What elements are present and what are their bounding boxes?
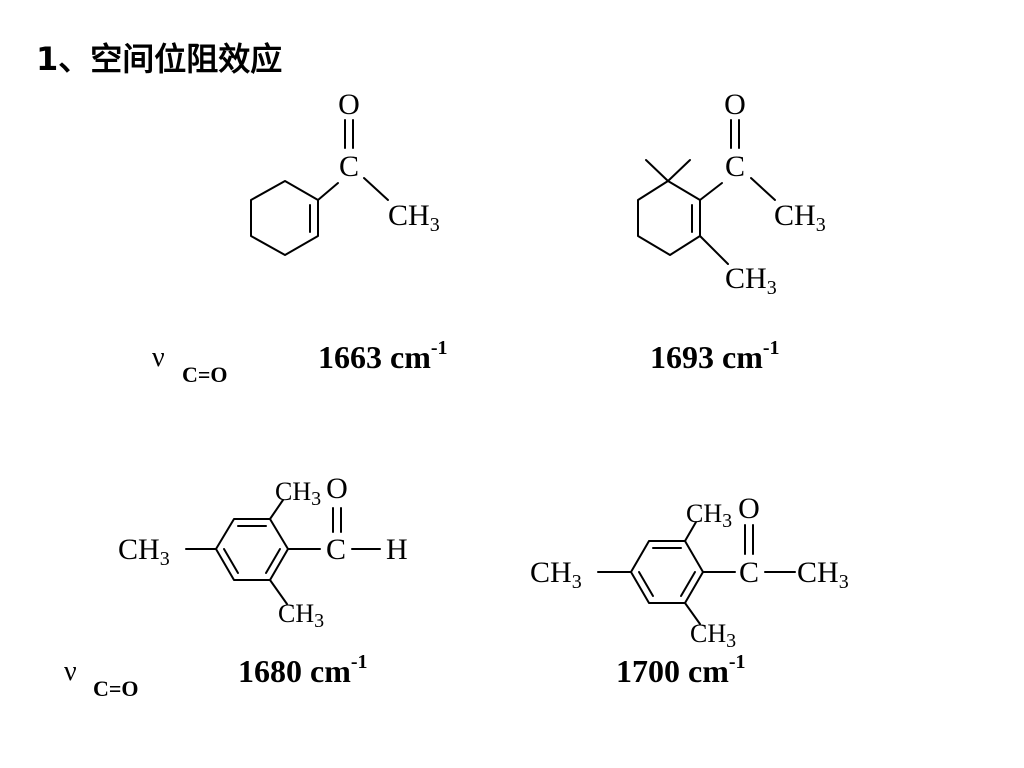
methyl-label: CH3 xyxy=(388,199,440,236)
carbonyl-carbon-label: C xyxy=(725,150,745,183)
bond-ortho-methyl-top xyxy=(269,499,284,520)
benzene-ring xyxy=(630,540,704,604)
bond-ring-carbonyl xyxy=(317,182,339,201)
carbonyl-carbon-label: C xyxy=(739,556,759,589)
gem-methyl-bond-a xyxy=(645,159,669,182)
acetyl-methyl-label: CH3 xyxy=(797,556,849,593)
nu-subscript-row1: C=O xyxy=(182,362,228,387)
para-methyl-label: CH3 xyxy=(530,556,582,593)
nu-symbol-row1: ν xyxy=(152,342,165,373)
frequency-4: 1700 cm-1 xyxy=(616,651,746,689)
ortho-methyl-top-label: CH3 xyxy=(275,477,321,510)
bond-ortho-methyl-bottom xyxy=(684,602,701,625)
cyclohexene-ring xyxy=(250,180,319,256)
para-methyl-label: CH3 xyxy=(118,533,170,570)
nu-subscript-row2: C=O xyxy=(93,676,139,701)
frequency-2: 1693 cm-1 xyxy=(650,337,780,375)
oxygen-label: O xyxy=(338,88,360,121)
carbonyl-carbon-label: C xyxy=(326,533,346,566)
bond-ring-carbonyl xyxy=(699,182,723,201)
bond-ortho-methyl-top xyxy=(684,521,697,542)
hydrogen-label: H xyxy=(386,533,408,566)
benzene-ring xyxy=(215,518,289,581)
ortho-methyl-bottom-label: CH3 xyxy=(278,599,324,632)
oxygen-label: O xyxy=(724,88,746,121)
aromatic-bond-3 xyxy=(265,548,281,574)
ortho-methyl-top-label: CH3 xyxy=(686,499,732,532)
bond-ring-methyl xyxy=(699,235,729,265)
molecule-mesitaldehyde: O C H CH3 CH3 CH3 xyxy=(118,472,408,632)
bond-carbonyl-methyl xyxy=(750,177,776,201)
nu-symbol-row2: ν xyxy=(64,656,77,687)
carbonyl-carbon-label: C xyxy=(339,150,359,183)
aromatic-bond-3 xyxy=(680,571,696,597)
bond-carbonyl-methyl xyxy=(363,177,389,201)
aromatic-bond-2 xyxy=(223,548,239,574)
oxygen-label: O xyxy=(738,492,760,525)
frequency-1: 1663 cm-1 xyxy=(318,337,448,375)
molecule-trimethylacetophenone: O C CH3 CH3 CH3 CH3 xyxy=(530,492,849,652)
frequency-3: 1680 cm-1 xyxy=(238,651,368,689)
gem-methyl-bond-b xyxy=(667,159,691,182)
aromatic-bond-2 xyxy=(638,571,654,597)
slide-title: 1、空间位阻效应 xyxy=(36,40,283,78)
oxygen-label: O xyxy=(326,472,348,505)
cyclohexene-ring xyxy=(637,180,701,256)
molecule-acetylcyclohexene: O C CH3 xyxy=(250,88,440,256)
ortho-methyl-bottom-label: CH3 xyxy=(690,619,736,652)
acetyl-methyl-label: CH3 xyxy=(774,199,826,236)
bond-ortho-methyl-bottom xyxy=(269,579,288,605)
ring-methyl-label: CH3 xyxy=(725,262,777,299)
molecule-trimethylacetylcyclohexene: O C CH3 CH3 xyxy=(637,88,826,299)
